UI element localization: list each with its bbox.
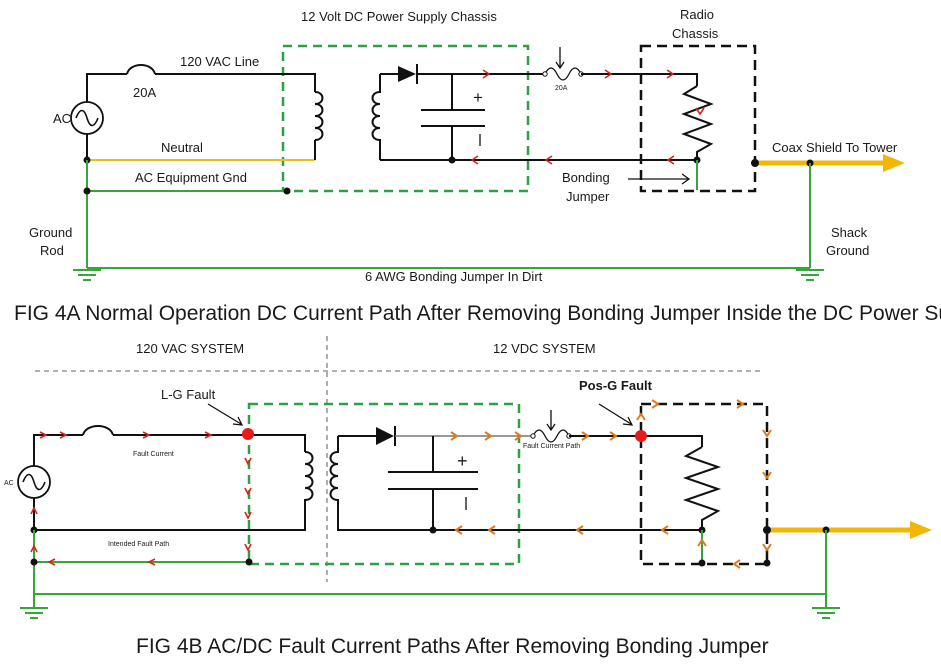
dc-top-wire-b3: [569, 435, 703, 447]
ac-source-label: AC: [53, 111, 71, 126]
chassis-gnd-node-b: [245, 558, 253, 566]
coax-node-a: [751, 159, 759, 167]
pos-fault-pointer: [598, 403, 634, 426]
shack-label-2: Ground: [826, 243, 869, 258]
dc-system-label: 12 VDC SYSTEM: [493, 341, 596, 356]
cap-plus-b: +: [457, 451, 468, 471]
rectifier-diode: [398, 66, 416, 82]
fuse-end-l: [542, 71, 548, 77]
transformer-secondary: [371, 74, 381, 160]
radio-load-resistor-b: [682, 446, 722, 530]
ac-fault-arrows: [30, 431, 252, 566]
lg-fault-pointer: [207, 403, 244, 426]
dc-top-wire-2: [581, 73, 698, 86]
dirt-jumper-label: 6 AWG Bonding Jumper In Dirt: [365, 269, 543, 284]
ground-rod-label-1: Ground: [29, 225, 72, 240]
dc-power-supply-chassis-b: [247, 402, 521, 566]
coax-node-b1: [763, 526, 771, 534]
dc-fault-arrows: [450, 399, 772, 569]
radio-load-resistor: [681, 85, 714, 160]
pos-fault-label: Pos-G Fault: [579, 378, 653, 393]
bonding-label-2: Jumper: [566, 189, 610, 204]
shack-ground-symbol: [796, 269, 824, 281]
ground-rod-label-2: Rod: [40, 243, 64, 258]
equip-gnd-node: [83, 187, 91, 195]
breaker-symbol: [126, 64, 156, 75]
capacitor-b: [388, 436, 478, 530]
neutral-label: Neutral: [161, 140, 203, 155]
radio-label-1: Radio: [680, 7, 714, 22]
ac-source-label-b: AC: [4, 480, 14, 487]
equip-gnd-node-b: [30, 558, 38, 566]
ac-line-wire-b2: [113, 434, 306, 452]
ac-line-wire: [86, 73, 127, 102]
fig-4a: AC 20A 120 VAC Line Neutral AC Equipment…: [14, 7, 941, 325]
equipment-ground-b: [33, 530, 826, 595]
ac-line-wire-2: [155, 73, 316, 92]
ac-source-wave-b: [22, 473, 46, 491]
shack-label-1: Shack: [831, 225, 868, 240]
ground-symbol-right-b: [812, 594, 840, 619]
coax-arrow-b: [910, 521, 932, 539]
pos-fault-dot: [635, 430, 647, 442]
fuse-symbol-b: [532, 429, 570, 443]
transformer-secondary-b: [329, 436, 702, 531]
bonding-pointer: [628, 173, 691, 185]
ground-symbol-left-b: [20, 594, 48, 619]
fuse-pointer: [555, 47, 565, 70]
ground-rod-symbol: [73, 269, 101, 281]
bonding-label-1: Bonding: [562, 170, 610, 185]
fault-current-path-label: Fault Current Path: [523, 443, 580, 450]
fuse-end-l-b: [530, 433, 536, 439]
coax-arrow: [883, 154, 905, 172]
transformer-primary: [314, 91, 324, 141]
radio-chassis-node-b: [698, 559, 706, 567]
cap-plus: +: [473, 88, 483, 107]
coax-label: Coax Shield To Tower: [772, 140, 898, 155]
neg-node-b: [429, 526, 437, 534]
radio-chassis: [639, 44, 757, 193]
fuse-pointer-b: [546, 410, 556, 432]
radio-corner-node-b: [763, 559, 771, 567]
fig-4a-caption: FIG 4A Normal Operation DC Current Path …: [14, 302, 941, 325]
fuse-symbol: [544, 67, 582, 81]
fig-4b: 120 VAC SYSTEM 12 VDC SYSTEM AC L-G Faul…: [4, 336, 932, 658]
equip-gnd-label: AC Equipment Gnd: [135, 170, 247, 185]
chassis-gnd-node: [283, 187, 291, 195]
breaker-label: 20A: [133, 85, 156, 100]
rectifier-diode-b: [376, 427, 394, 445]
capacitor: [421, 74, 485, 160]
breaker-symbol-b: [82, 425, 114, 436]
dc-current-arrows: [470, 69, 705, 165]
fuse-label: 20A: [555, 85, 568, 92]
fault-current-label: Fault Current: [133, 451, 174, 458]
power-supply-title: 12 Volt DC Power Supply Chassis: [301, 9, 497, 24]
lg-fault-dot: [242, 428, 254, 440]
radio-label-2: Chassis: [672, 26, 719, 41]
neg-node: [448, 156, 456, 164]
ac-system-label: 120 VAC SYSTEM: [136, 341, 244, 356]
ac-source-wave: [75, 109, 99, 127]
ac-line-wire-b: [33, 434, 83, 466]
dc-power-supply-chassis: [281, 44, 530, 193]
fig-4b-caption: FIG 4B AC/DC Fault Current Paths After R…: [136, 635, 769, 658]
intended-path-label: Intended Fault Path: [108, 541, 169, 548]
transformer-primary-b: [33, 451, 314, 531]
lg-fault-label: L-G Fault: [161, 387, 216, 402]
line-label: 120 VAC Line: [180, 54, 259, 69]
equipment-ground-wire: [86, 160, 287, 268]
